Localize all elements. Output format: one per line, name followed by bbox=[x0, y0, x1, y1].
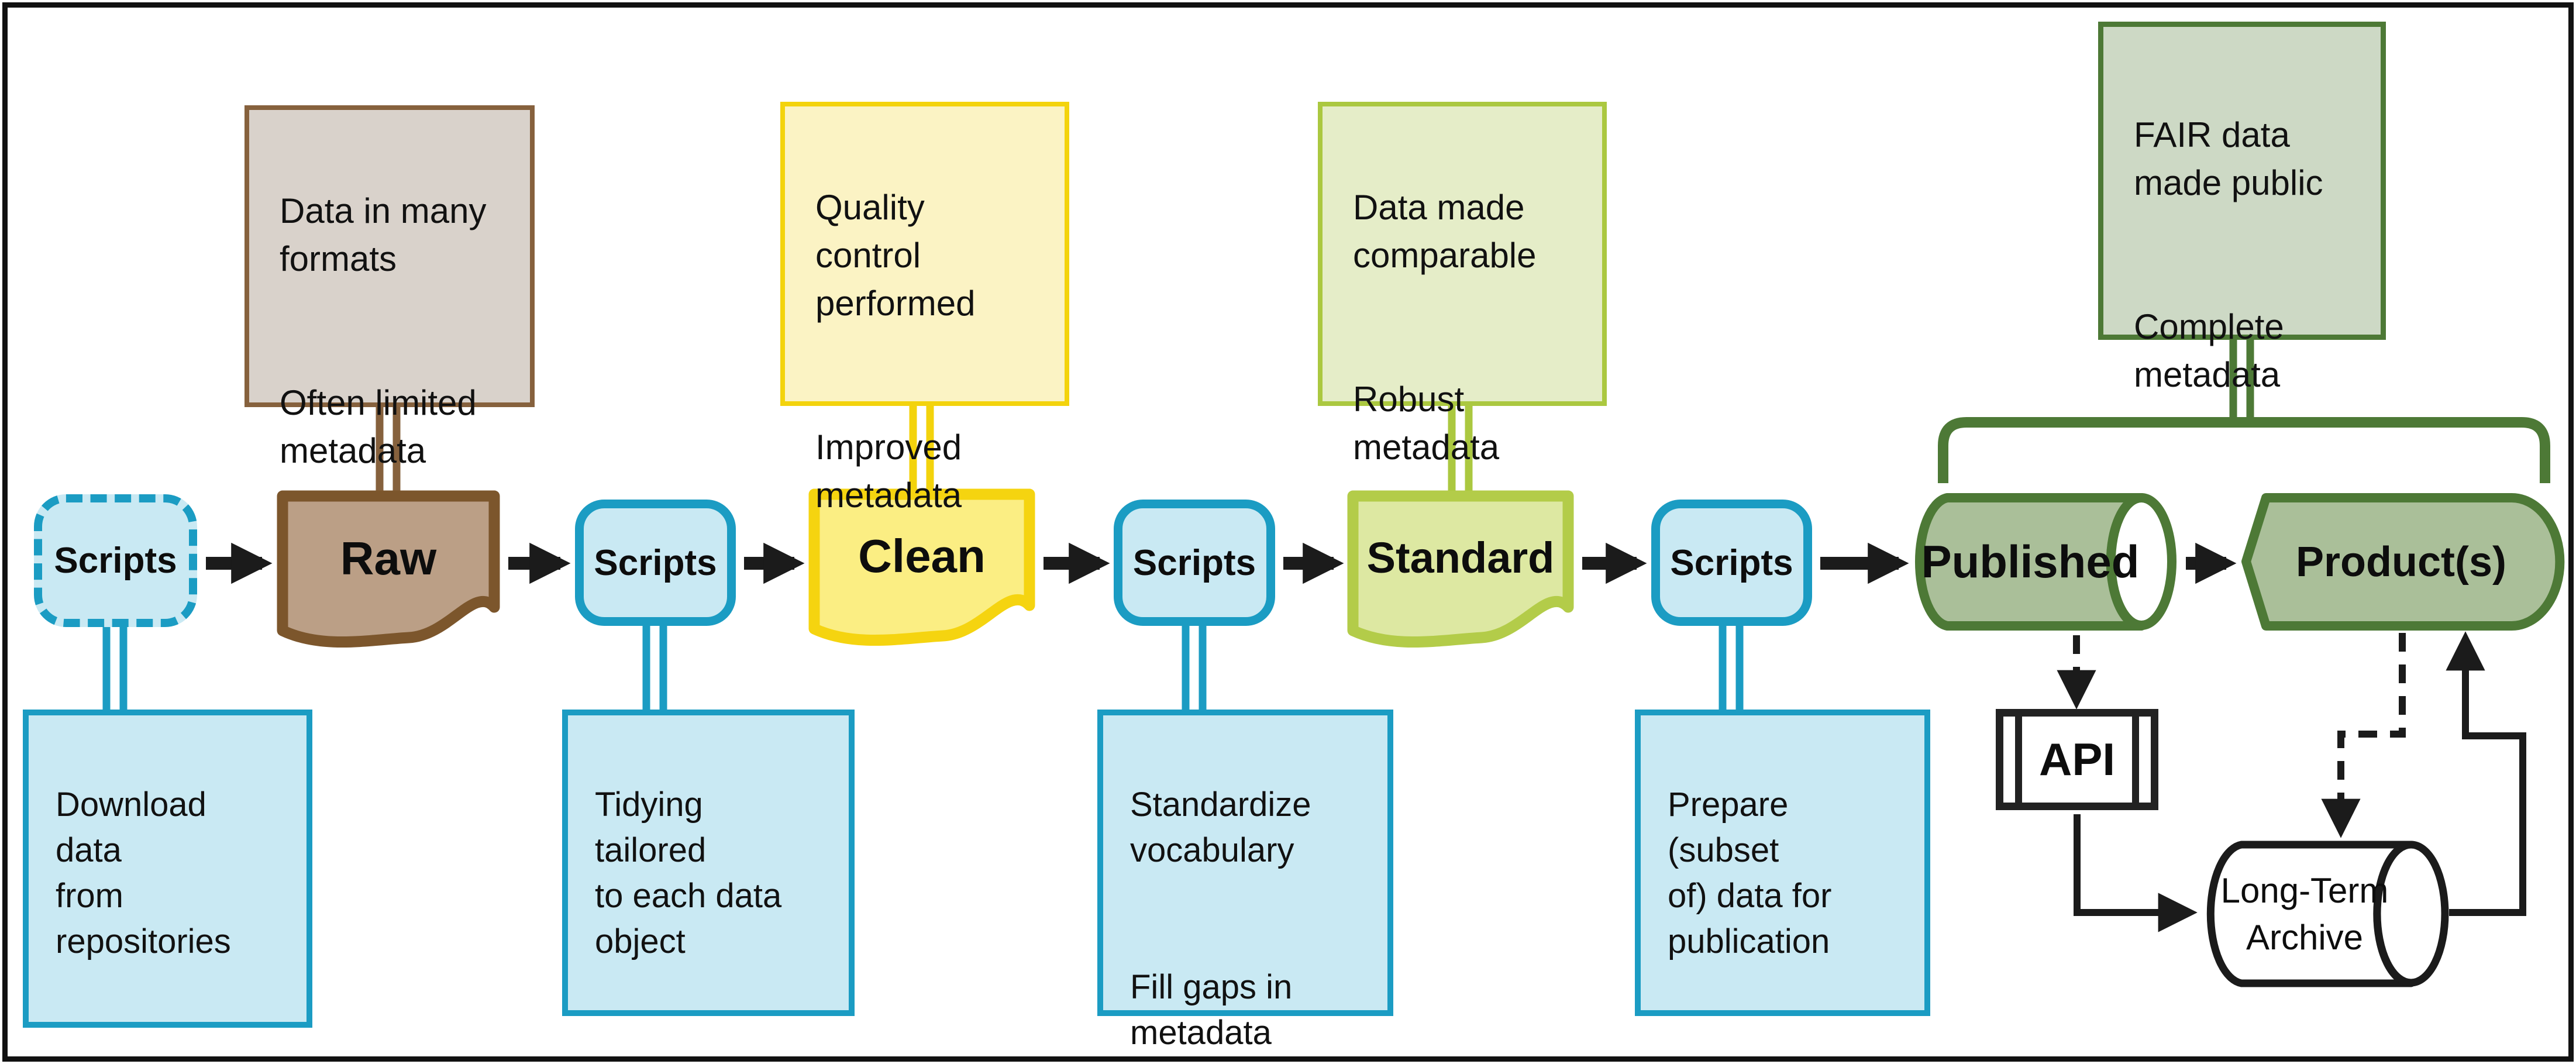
note-scripts1-detail: Download data from repositories May not … bbox=[23, 710, 312, 1064]
stem-clean-note bbox=[909, 406, 934, 496]
connector-api-to-archive bbox=[2074, 814, 2198, 932]
note-scripts4-p1: Prepare (subset of) data for publication bbox=[1668, 786, 1832, 960]
note-raw-annotation: Data in many formats Often limited metad… bbox=[244, 105, 535, 470]
scripts-box-1: Scripts bbox=[34, 494, 197, 627]
note-raw-p2: Often limited metadata bbox=[280, 383, 477, 470]
stage-products-shape bbox=[2241, 493, 2565, 631]
stage-raw-shape bbox=[277, 490, 500, 648]
stem-scripts-1 bbox=[102, 625, 128, 710]
archive-label: Long-Term Archive bbox=[2220, 870, 2389, 957]
scripts-label-3: Scripts bbox=[1132, 542, 1256, 583]
connector-archive-to-products bbox=[2446, 631, 2526, 916]
note-scripts4-p2: Update/finalize metadata bbox=[1668, 1056, 1897, 1064]
api-label: API bbox=[2038, 734, 2116, 785]
note-scripts1-p1: Download data from repositories bbox=[56, 786, 231, 960]
note-scripts3-p2: Fill gaps in metadata bbox=[1130, 968, 1293, 1052]
note-scripts2-p1: Tidying tailored to each data object bbox=[595, 786, 782, 960]
scripts-box-4: Scripts bbox=[1651, 500, 1812, 626]
stem-fair-note bbox=[2229, 340, 2254, 419]
api-inner-line-right bbox=[2132, 717, 2139, 803]
stem-scripts-3 bbox=[1182, 624, 1207, 710]
connector-products-to-archive bbox=[2321, 633, 2406, 838]
note-standard-p1: Data made comparable bbox=[1353, 188, 1537, 275]
note-scripts2-p2: Contacted data maintainer(s) bbox=[595, 1056, 822, 1064]
note-fair-p1: FAIR data made public bbox=[2134, 115, 2323, 202]
stem-standard-note bbox=[1448, 406, 1473, 496]
stage-standard-shape bbox=[1347, 490, 1574, 648]
note-scripts3-p1: Standardize vocabulary bbox=[1130, 786, 1311, 869]
note-raw-p1: Data in many formats bbox=[280, 191, 487, 278]
stage-clean-shape bbox=[808, 488, 1035, 646]
scripts-label-2: Scripts bbox=[594, 542, 717, 583]
note-clean-p1: Quality control performed bbox=[815, 188, 976, 323]
scripts-label-1: Scripts bbox=[54, 540, 177, 581]
scripts-box-3: Scripts bbox=[1114, 500, 1275, 626]
scripts-box-2: Scripts bbox=[575, 500, 736, 626]
note-scripts4-detail: Prepare (subset of) data for publication… bbox=[1635, 710, 1930, 1064]
note-standard-annotation: Data made comparable Robust metadata bbox=[1318, 102, 1607, 467]
note-scripts1-p2: May not always be possible to do via scr… bbox=[56, 1056, 280, 1064]
stem-raw-note bbox=[376, 407, 401, 498]
note-fair-annotation: FAIR data made public Complete metadata bbox=[2098, 22, 2386, 394]
stage-published-shape bbox=[1914, 493, 2176, 631]
bracket-published-products bbox=[1938, 417, 2550, 483]
api-inner-line-left bbox=[2015, 717, 2022, 803]
note-fair-p2: Complete metadata bbox=[2134, 307, 2284, 394]
note-clean-p2: Improved metadata bbox=[815, 428, 962, 515]
api-box: API bbox=[1996, 709, 2158, 810]
stem-scripts-2 bbox=[642, 624, 667, 710]
note-scripts2-detail: Tidying tailored to each data object Con… bbox=[562, 710, 855, 1064]
note-scripts3-detail: Standardize vocabulary Fill gaps in meta… bbox=[1097, 710, 1393, 1052]
stem-scripts-4 bbox=[1719, 624, 1744, 710]
archive-shape bbox=[2206, 841, 2449, 987]
note-standard-p2: Robust metadata bbox=[1353, 380, 1500, 467]
scripts-label-4: Scripts bbox=[1670, 542, 1793, 583]
note-clean-annotation: Quality control performed Improved metad… bbox=[780, 102, 1069, 515]
